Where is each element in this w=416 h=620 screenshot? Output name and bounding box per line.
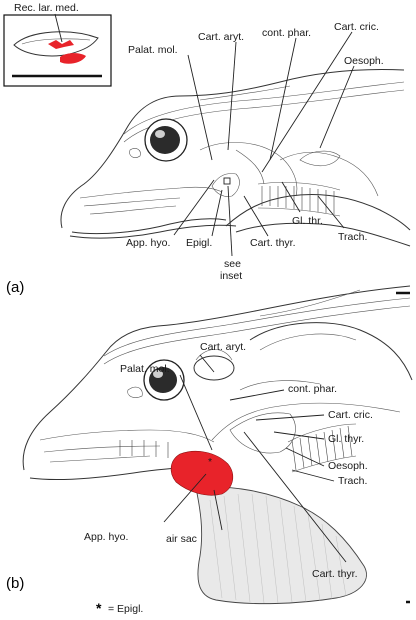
label-a-cart-cric: Cart. cric. — [334, 21, 379, 33]
label-b-air-sac: air sac — [166, 533, 197, 545]
air-sac-body — [195, 486, 367, 605]
label-b-cart-thyr: Cart. thyr. — [312, 568, 358, 580]
air-sac-red — [170, 451, 234, 496]
label-a-palat-mol: Palat. mol. — [128, 44, 178, 56]
leaders-a — [173, 31, 355, 257]
panel-a: Rec. lar. med. — [3, 2, 411, 296]
label-b-cart-aryt: Cart. aryt. — [200, 341, 246, 353]
inset-label: Rec. lar. med. — [14, 2, 79, 14]
footnote-star: * — [96, 600, 102, 616]
leaders-b — [163, 354, 347, 563]
label-a-oesoph: Oesoph. — [344, 55, 384, 67]
inset-label-leader — [54, 13, 63, 43]
label-b-palat-mol: Palat. mol. — [120, 363, 170, 375]
label-a-see: see — [224, 258, 241, 270]
label-a-gl-thr: Gl. thr. — [292, 215, 323, 227]
label-b-gl-thyr: Gl. thyr. — [328, 433, 364, 445]
label-a-epigl: Epigl. — [186, 237, 212, 249]
label-a-trach: Trach. — [338, 231, 367, 243]
label-a-cart-thyr: Cart. thyr. — [250, 237, 296, 249]
label-b-cont-phar: cont. phar. — [288, 383, 337, 395]
label-b-app-hyo: App. hyo. — [84, 531, 128, 543]
label-a-cart-aryt: Cart. aryt. — [198, 31, 244, 43]
label-b-epigl-mark: * — [208, 456, 212, 468]
label-b-cart-cric: Cart. cric. — [328, 409, 373, 421]
inset-larynx-detail — [21, 38, 91, 45]
air-sac-striations — [209, 493, 347, 604]
label-b-oesoph: Oesoph. — [328, 460, 368, 472]
label-b-trach: Trach. — [338, 475, 367, 487]
footnote-text: = Epigl. — [108, 603, 143, 615]
panel-a-letter: (a) — [6, 279, 24, 296]
skull-a — [60, 69, 411, 247]
label-a-inset: inset — [220, 270, 242, 282]
skull-b — [22, 285, 413, 481]
inset-red-patch — [60, 53, 86, 64]
panel-b-letter: (b) — [6, 575, 24, 592]
inset-larynx-outline — [13, 31, 99, 57]
panel-b: Cart. aryt. Palat. mol. cont. phar. Cart… — [6, 285, 413, 616]
label-a-cont-phar: cont. phar. — [262, 27, 311, 39]
inset-median-recess — [48, 40, 74, 49]
label-a-app-hyo: App. hyo. — [126, 237, 170, 249]
